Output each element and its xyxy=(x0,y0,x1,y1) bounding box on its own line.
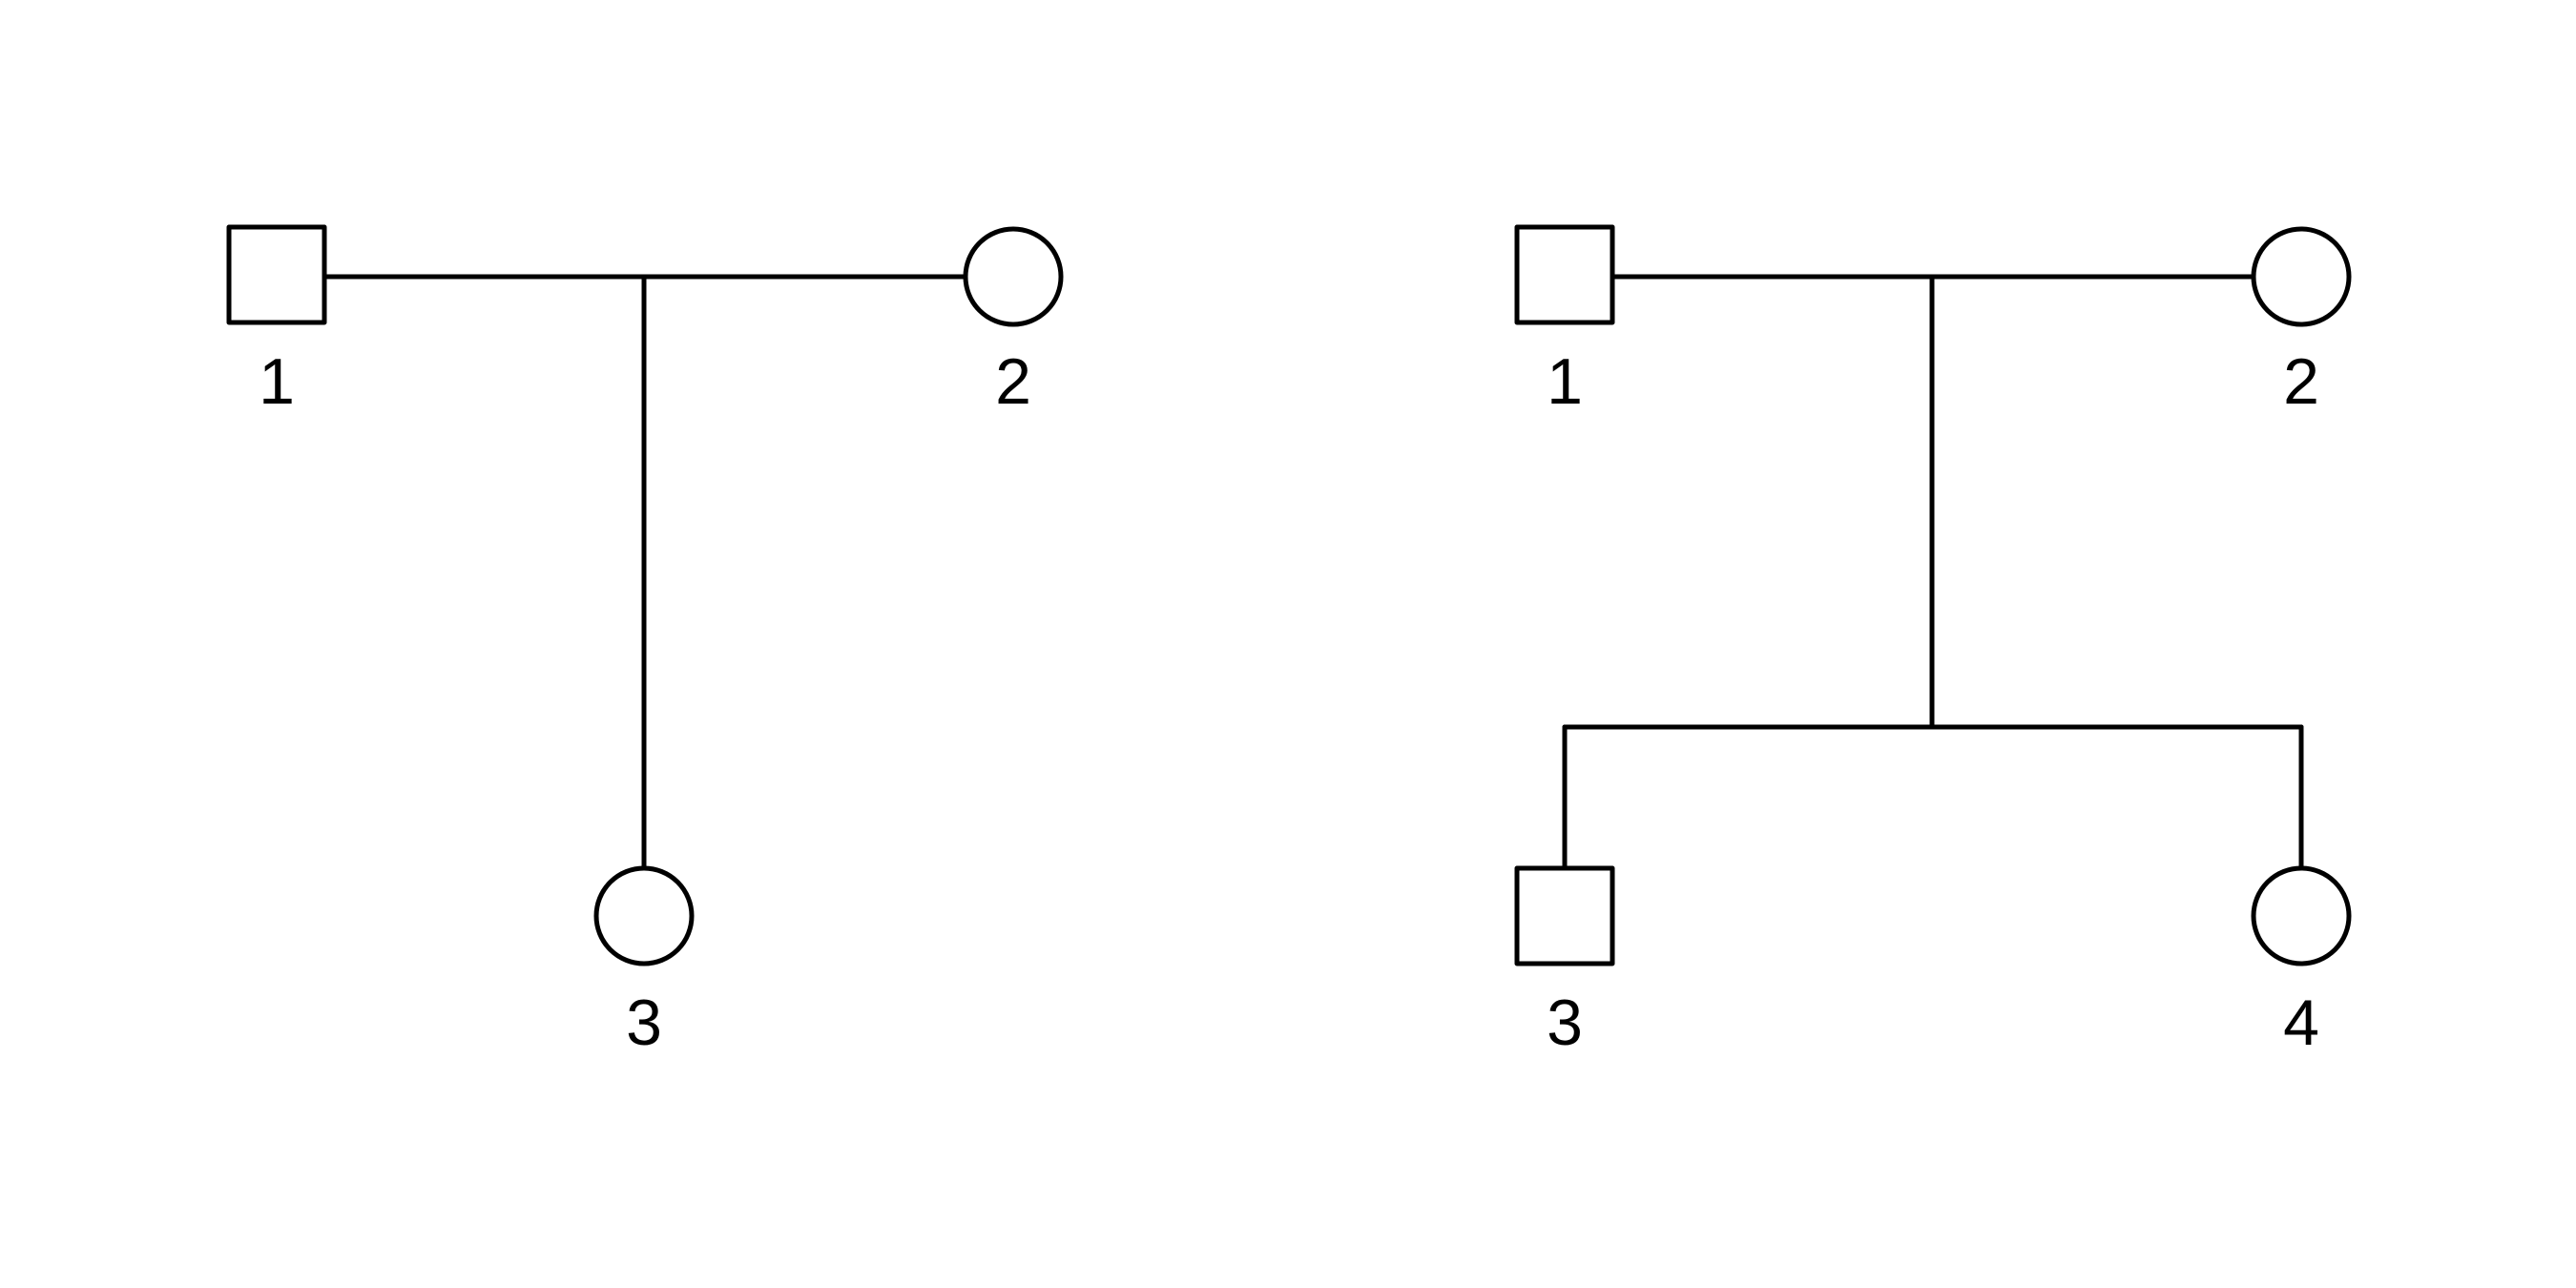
pedigree-a-individual-2-label: 2 xyxy=(995,345,1031,418)
pedigree-b-individual-1-label: 1 xyxy=(1547,345,1583,418)
pedigree-a-individual-3-label: 3 xyxy=(626,987,662,1059)
pedigree-b-individual-2-label: 2 xyxy=(2283,345,2319,418)
pedigree-b-individual-2-female-circle xyxy=(2251,226,2352,327)
pedigree-b-individual-3-label: 3 xyxy=(1547,987,1583,1059)
pedigree-b-individual-3-male-square xyxy=(1514,865,1615,966)
pedigree-a-individual-2-female-circle xyxy=(963,226,1064,327)
pedigree-a-individual-1-label: 1 xyxy=(259,345,295,418)
pedigree-a-individual-1-male-square xyxy=(226,224,327,325)
pedigree-b-individual-1-male-square xyxy=(1514,224,1615,325)
pedigree-b-individual-4-female-circle xyxy=(2251,865,2352,966)
pedigree-a: 1 2 3 xyxy=(226,224,1064,1059)
pedigree-b-individual-4-label: 4 xyxy=(2283,987,2319,1059)
pedigree-a-individual-3-female-circle xyxy=(593,865,695,966)
pedigree-b: 1 2 3 4 xyxy=(1514,224,2352,1059)
